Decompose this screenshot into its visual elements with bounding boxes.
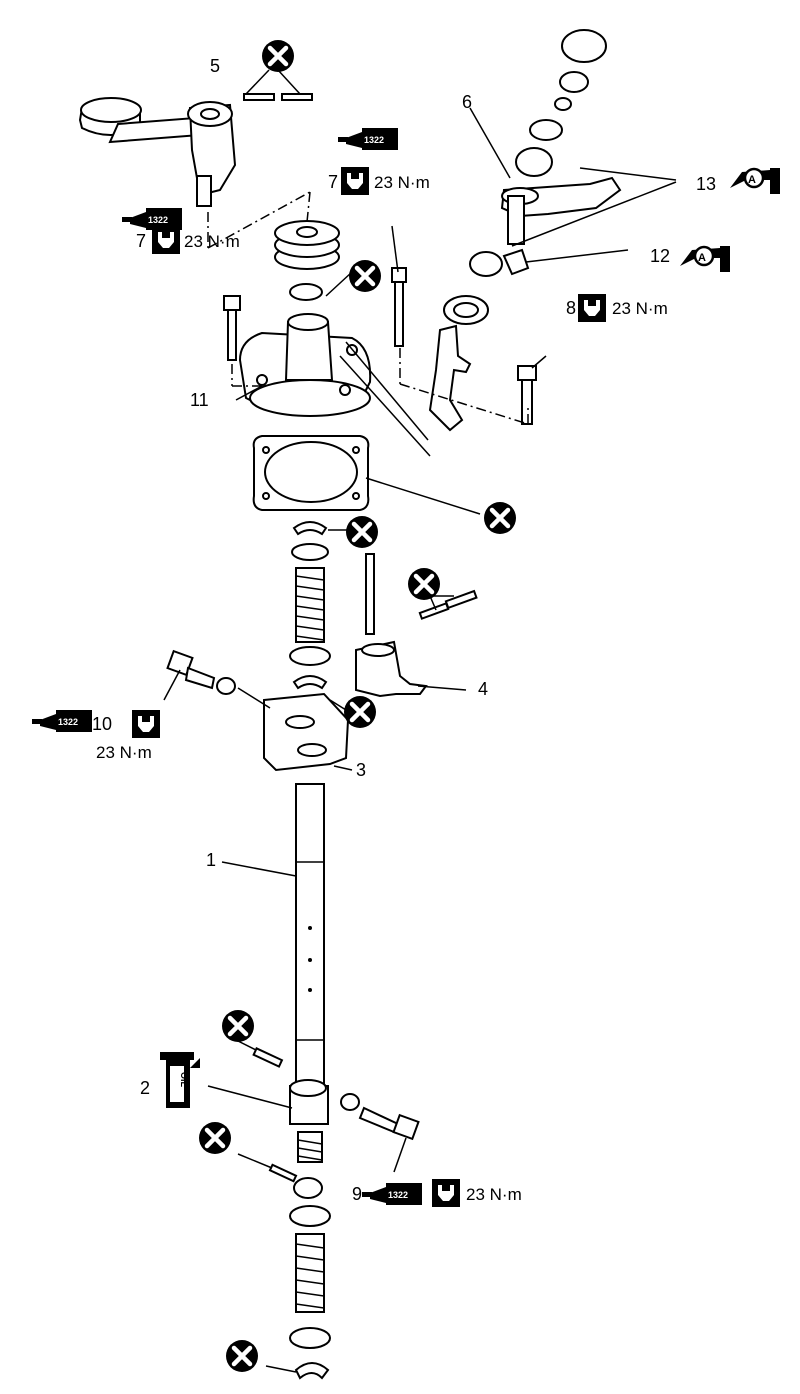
bracket-3 bbox=[263, 692, 350, 772]
pin-a bbox=[243, 93, 275, 101]
oil-icon: OIL bbox=[160, 1052, 200, 1108]
spring-upper bbox=[295, 567, 325, 643]
callout-13: 13 bbox=[696, 174, 716, 194]
bolt-7-upper bbox=[391, 267, 407, 347]
wrench-icon-8 bbox=[578, 294, 606, 322]
grease-letter-13: A bbox=[748, 174, 756, 186]
callout-7-lower: 7 bbox=[136, 231, 146, 251]
torque-7-upper: 23 N·m bbox=[374, 173, 430, 192]
spring-small bbox=[297, 1131, 323, 1163]
callout-11: 11 bbox=[190, 390, 209, 410]
bolt-9 bbox=[358, 1106, 420, 1141]
washer-lower bbox=[289, 646, 331, 666]
sealant-code-10: 1322 bbox=[58, 717, 78, 727]
discard-icon-2 bbox=[349, 260, 381, 292]
discard-icon-5 bbox=[408, 568, 440, 600]
torque-9: 23 N·m bbox=[466, 1185, 522, 1204]
discard-icon-7 bbox=[222, 1010, 254, 1042]
callout-1: 1 bbox=[206, 850, 216, 870]
washer-9 bbox=[340, 1093, 360, 1111]
washer-10 bbox=[216, 677, 236, 695]
discard-icon-1 bbox=[262, 40, 294, 72]
callout-6: 6 bbox=[462, 92, 472, 112]
nut-lower bbox=[293, 1177, 323, 1199]
callout-5: 5 bbox=[210, 56, 220, 76]
selector-4 bbox=[355, 553, 428, 698]
wrench-icon-10 bbox=[132, 710, 160, 738]
torque-10: 23 N·m bbox=[96, 743, 152, 762]
circlip-lower bbox=[292, 675, 328, 690]
pin-lower bbox=[268, 1163, 298, 1183]
spring-bottom bbox=[295, 1233, 325, 1313]
seal-ring bbox=[289, 283, 323, 301]
lever-5 bbox=[78, 97, 237, 207]
callout-12: 12 bbox=[650, 246, 670, 266]
washer-bottom-upper bbox=[289, 1205, 331, 1227]
leader-lines bbox=[163, 69, 677, 1373]
pin-b bbox=[281, 93, 313, 101]
clamp-2 bbox=[289, 1079, 329, 1125]
callout-3: 3 bbox=[356, 760, 366, 780]
shaft-1 bbox=[295, 783, 325, 1085]
washer-upper bbox=[291, 543, 329, 561]
discard-icon-4 bbox=[346, 516, 378, 548]
circlip-upper bbox=[292, 521, 328, 536]
seal-8-bore bbox=[453, 302, 479, 318]
torque-8: 23 N·m bbox=[612, 299, 668, 318]
wrench-icon-7b bbox=[341, 167, 369, 195]
discard-icon-8 bbox=[199, 1122, 231, 1154]
discard-icon-3 bbox=[484, 502, 516, 534]
pin-2 bbox=[252, 1047, 284, 1068]
torque-7-lower: 23 N·m bbox=[184, 232, 240, 251]
circlip-bottom bbox=[294, 1362, 330, 1380]
callout-2: 2 bbox=[140, 1078, 150, 1098]
callout-8: 8 bbox=[566, 298, 576, 318]
callout-4: 4 bbox=[478, 679, 488, 699]
callout-10: 10 bbox=[92, 714, 112, 734]
bolt-left bbox=[223, 295, 241, 361]
gasket bbox=[252, 435, 370, 511]
bolt-10 bbox=[166, 649, 216, 690]
pins-4 bbox=[418, 589, 478, 620]
bolt-8 bbox=[517, 365, 537, 425]
pulley bbox=[274, 220, 340, 270]
sealant-code-7b: 1322 bbox=[364, 135, 384, 145]
svg-text:OIL: OIL bbox=[179, 1072, 189, 1088]
lever-6 bbox=[469, 29, 622, 277]
callout-9: 9 bbox=[352, 1184, 362, 1204]
grease-letter-12: A bbox=[698, 252, 706, 264]
wrench-icon-7a bbox=[152, 226, 180, 254]
housing-11 bbox=[238, 313, 372, 417]
sealant-code-7a: 1322 bbox=[148, 215, 168, 225]
sealant-code-9: 1322 bbox=[388, 1190, 408, 1200]
callout-7-upper: 7 bbox=[328, 172, 338, 192]
discard-icon-9 bbox=[226, 1340, 258, 1372]
discard-icon-6 bbox=[344, 696, 376, 728]
wrench-icon-9 bbox=[432, 1179, 460, 1207]
shift-rod bbox=[428, 324, 472, 432]
washer-bottom bbox=[289, 1327, 331, 1349]
